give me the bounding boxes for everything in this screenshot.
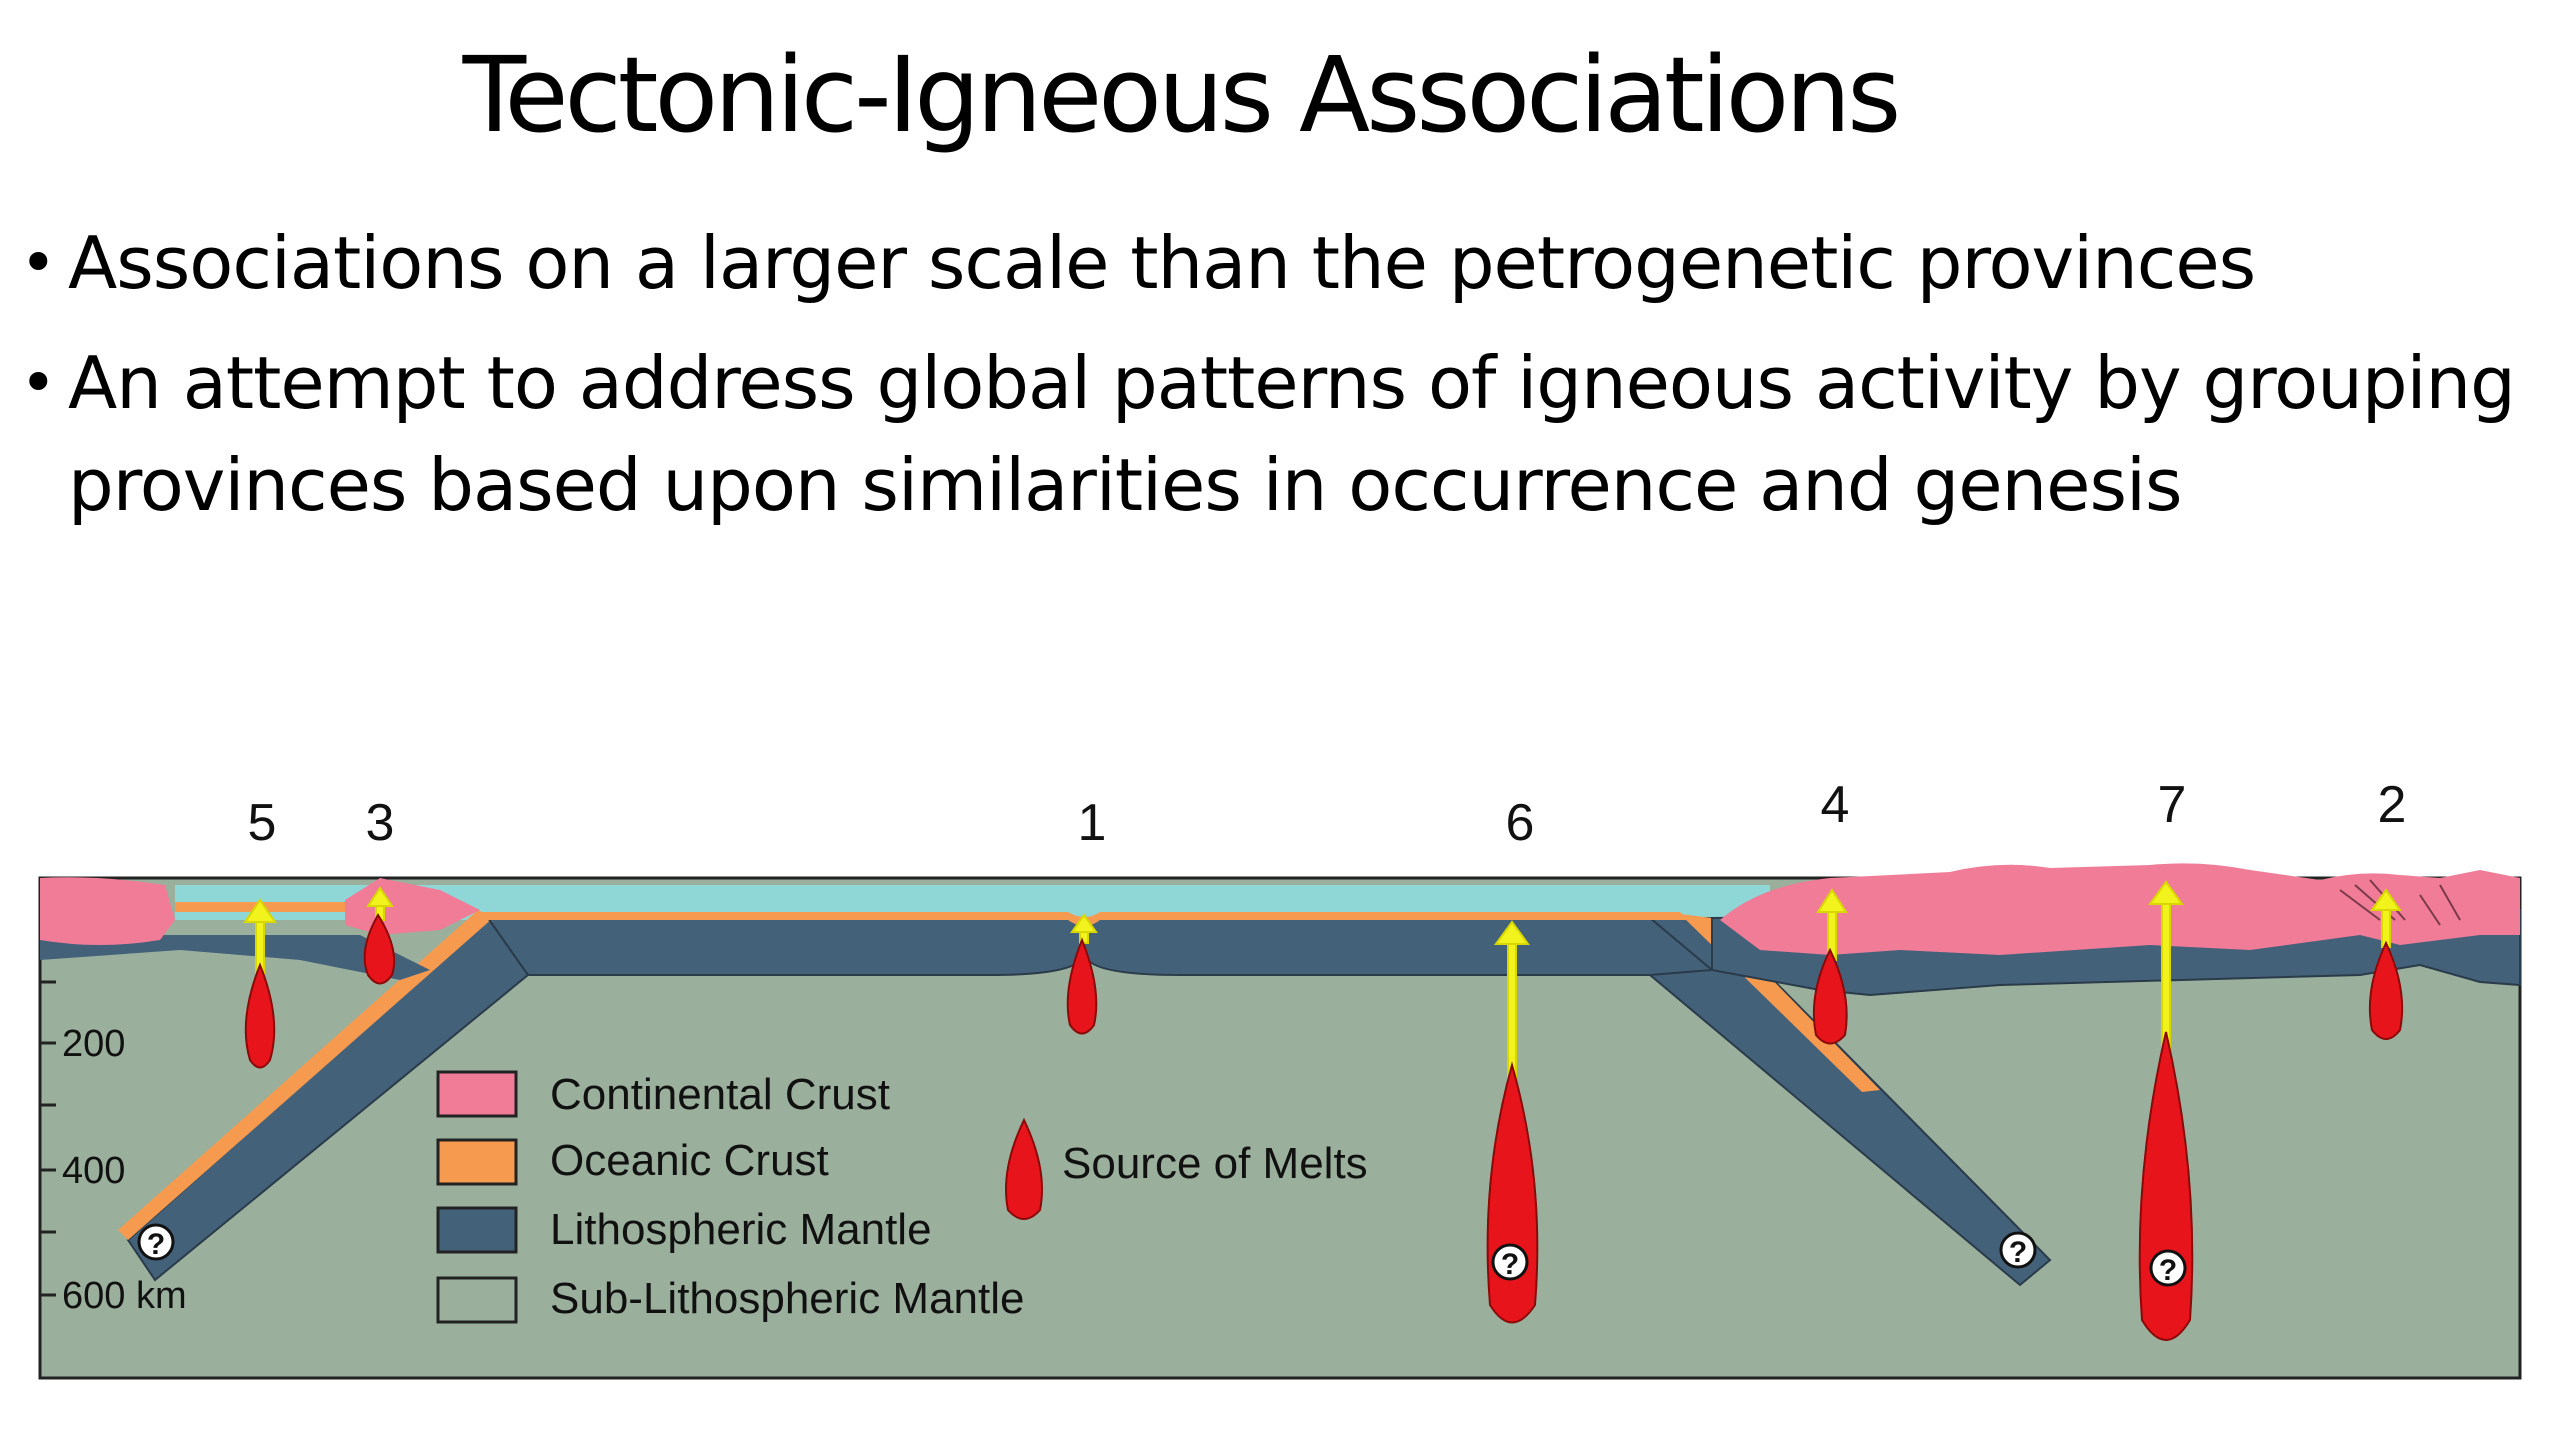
svg-text:?: ?	[2159, 1254, 2177, 1287]
legend-melt-icon	[1005, 1117, 1043, 1220]
site-label-2: 2	[2378, 776, 2407, 834]
site-label-6: 6	[1506, 794, 1535, 852]
bullet-item: • An attempt to address global patterns …	[20, 332, 2540, 536]
left-continental-crust	[40, 877, 175, 945]
site-label-5: 5	[248, 794, 277, 852]
melt-source-5	[244, 962, 276, 1069]
bullet-marker: •	[20, 226, 57, 299]
site-label-7: 7	[2158, 776, 2187, 834]
legend-label-oceanic-crust: Oceanic Crust	[550, 1136, 829, 1185]
melt-source-4	[1812, 947, 1848, 1045]
legend-swatch-sub-lithospheric-mantle	[436, 1276, 518, 1324]
depth-label-200: 200	[62, 1023, 125, 1065]
legend-swatch-continental-crust	[436, 1070, 518, 1118]
legend: Continental Crust Oceanic Crust Lithosph…	[436, 1070, 1368, 1324]
legend-label-sub-lithospheric-mantle: Sub-Lithospheric Mantle	[550, 1274, 1024, 1323]
depth-label-600: 600 km	[62, 1275, 187, 1317]
site-label-3: 3	[366, 794, 395, 852]
right-continental-crust	[1720, 863, 2520, 955]
bullet-text: Associations on a larger scale than the …	[68, 221, 2256, 305]
melt-source-1	[1066, 937, 1098, 1035]
bullet-text: An attempt to address global patterns of…	[68, 341, 2516, 527]
left-continental-lithosphere	[40, 935, 430, 980]
svg-text:?: ?	[147, 1228, 165, 1261]
site-label-1: 1	[1078, 794, 1107, 852]
svg-text:?: ?	[2009, 1236, 2027, 1269]
tectonic-cross-section-diagram: 200 400 600 km ? ? ? ? 5 3 1 6 4 7 2 Con…	[38, 776, 2522, 1380]
site-labels: 5 3 1 6 4 7 2	[248, 776, 2407, 852]
bullet-marker: •	[20, 346, 57, 419]
legend-label-continental-crust: Continental Crust	[550, 1070, 890, 1119]
ocean-water	[175, 885, 1770, 920]
depth-axis	[40, 980, 56, 1297]
legend-label-source-of-melts: Source of Melts	[1062, 1139, 1368, 1188]
bullet-list: • Associations on a larger scale than th…	[20, 212, 2540, 554]
depth-label-400: 400	[62, 1150, 125, 1192]
legend-swatch-lithospheric-mantle	[436, 1206, 518, 1254]
svg-text:?: ?	[1501, 1248, 1519, 1281]
magma-ascent-arrows	[243, 880, 2402, 1086]
slide-title: Tectonic-Igneous Associations	[462, 34, 1902, 156]
unknown-markers: ? ? ? ?	[137, 1223, 2187, 1287]
site-label-4: 4	[1821, 776, 1850, 834]
legend-swatch-oceanic-crust	[436, 1138, 518, 1186]
left-oceanic-crust-strip	[118, 910, 493, 1240]
legend-label-lithospheric-mantle: Lithospheric Mantle	[550, 1205, 932, 1254]
oceanic-lithosphere	[486, 917, 1715, 976]
melt-source-2	[2368, 940, 2404, 1040]
bullet-item: • Associations on a larger scale than th…	[20, 212, 2540, 314]
melt-source-3	[363, 913, 396, 985]
